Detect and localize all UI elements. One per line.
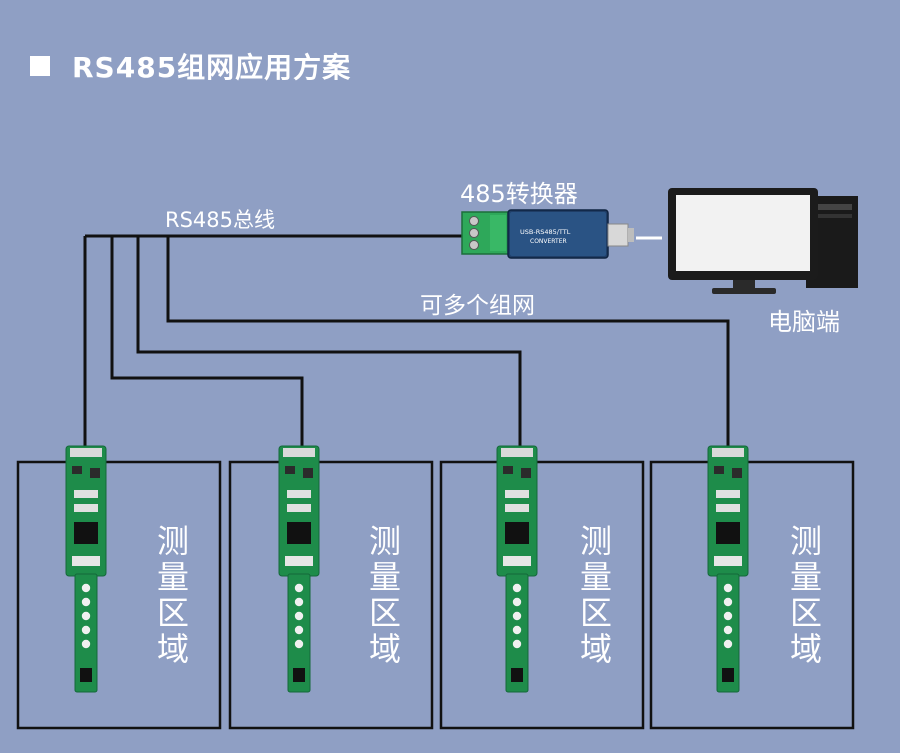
monitor-stand [712, 288, 776, 294]
zone-label-4: 测量区域 [785, 524, 823, 668]
zone-label-2: 测量区域 [364, 524, 402, 668]
zone-box-4 [649, 460, 855, 730]
wire-sensor-4 [166, 236, 730, 452]
sensor-boards [65, 445, 749, 693]
bus-wires [83, 234, 730, 452]
bus-label: RS485总线 [165, 208, 276, 232]
title-text: RS485组网应用方案 [72, 51, 352, 84]
zone-box-3 [439, 460, 645, 730]
sensor-board-4 [707, 445, 749, 693]
converter-module: USB-RS485/TTL CONVERTER [461, 209, 634, 259]
pc-label: 电脑端 [768, 308, 840, 336]
title-bullet-icon [30, 56, 50, 76]
computer-icon [668, 188, 858, 294]
zone-box-1 [16, 460, 222, 730]
monitor-screen [676, 195, 810, 271]
converter-print-line1: USB-RS485/TTL [520, 228, 571, 236]
wire-sensor-2 [110, 236, 304, 452]
zone-boxes [16, 460, 855, 730]
sensor-board-1 [65, 445, 107, 693]
page-title: RS485组网应用方案 [30, 46, 351, 86]
sensor-board-2 [278, 445, 320, 693]
converter-label: 485转换器 [460, 180, 578, 208]
converter-print-line2: CONVERTER [530, 238, 567, 245]
zone-label-3: 测量区域 [575, 524, 613, 668]
wire-sensor-3 [136, 236, 522, 452]
multi-network-label: 可多个组网 [420, 293, 535, 319]
zone-label-1: 测量区域 [152, 524, 190, 668]
usb-plug [607, 223, 629, 247]
zone-box-2 [228, 460, 434, 730]
sensor-board-3 [496, 445, 538, 693]
